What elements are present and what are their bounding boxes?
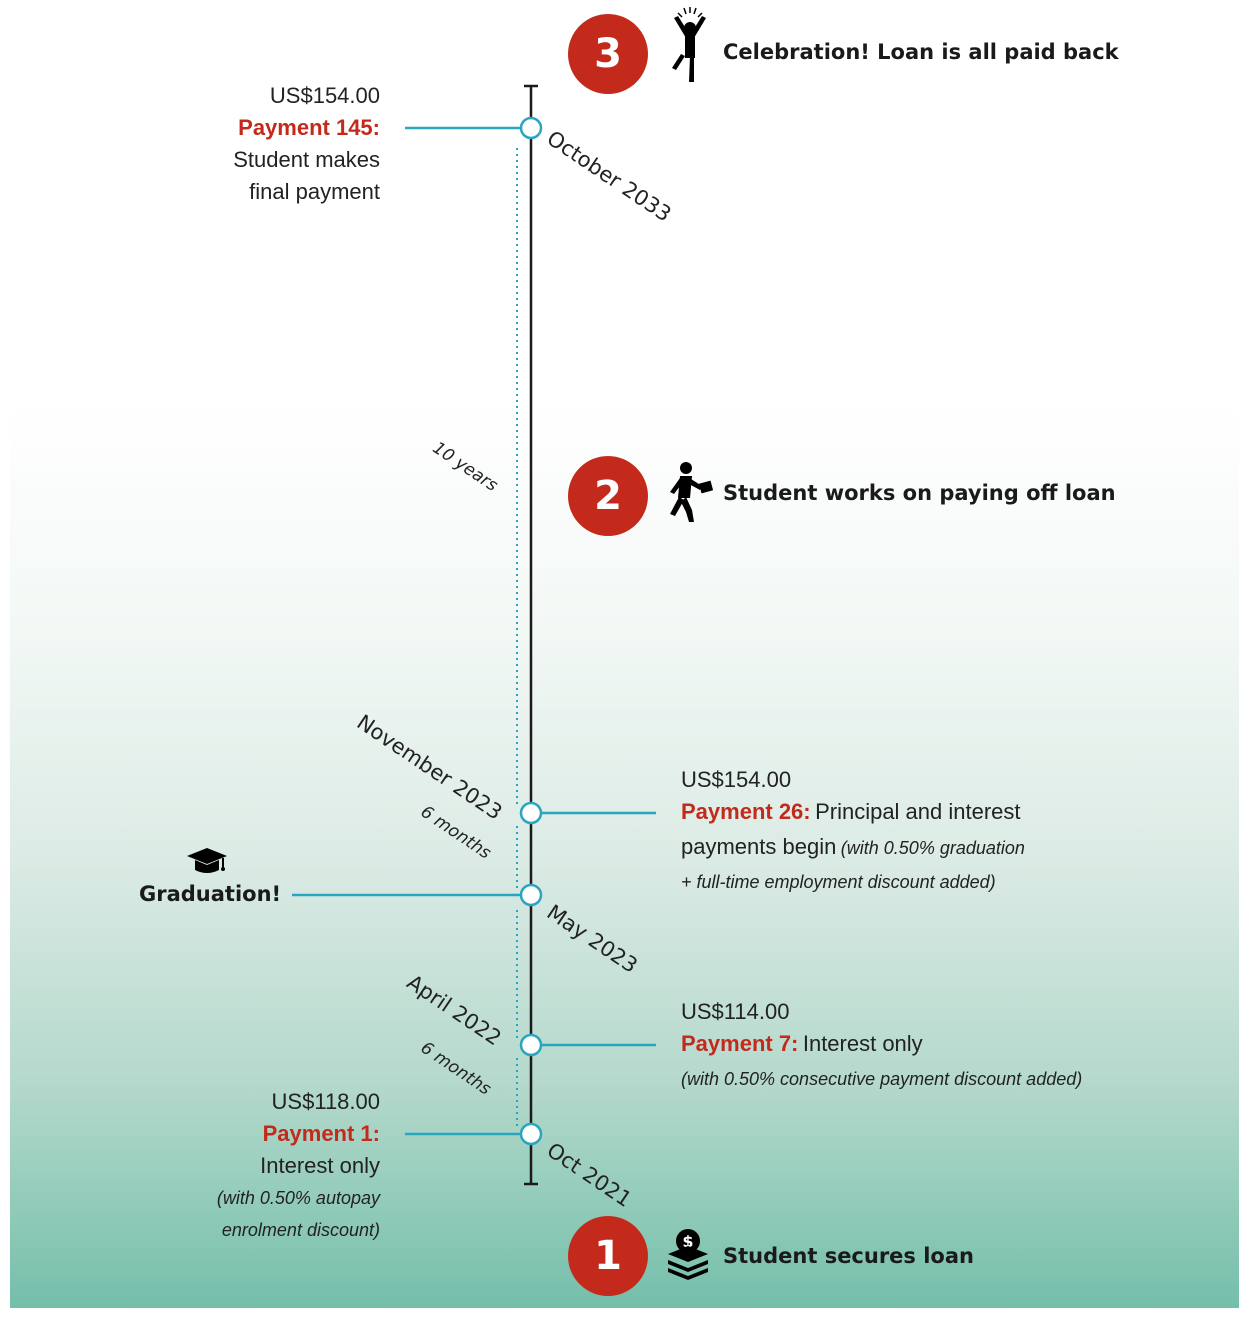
payment26-desc: Principal and interest: [815, 799, 1021, 824]
stage-3-title: Celebration! Loan is all paid back: [723, 40, 1119, 64]
stage-3-badge: 3: [568, 14, 648, 94]
payment7-amount: US$114.00: [681, 999, 790, 1024]
payment1-label: Payment 1:: [262, 1121, 380, 1146]
payment26-note: (with 0.50% graduation: [840, 838, 1025, 858]
stage-1-title: Student secures loan: [723, 1244, 974, 1268]
stage-2-badge: 2: [568, 456, 648, 536]
stage-2-title: Student works on paying off loan: [723, 481, 1116, 505]
payment7-desc: Interest only: [802, 1031, 923, 1056]
graduation-cap-icon: [187, 848, 227, 873]
svg-text:$: $: [682, 1232, 693, 1251]
payment26-desc2: payments begin: [681, 834, 837, 859]
celebrating-person-icon: [672, 7, 706, 82]
payment26-note2: + full-time employment discount added): [681, 872, 996, 892]
payment26-label: Payment 26:: [681, 799, 811, 824]
payment7-note: (with 0.50% consecutive payment discount…: [681, 1069, 1083, 1089]
money-stack-icon: $: [668, 1229, 708, 1280]
node-final: [519, 116, 543, 140]
final-amount: US$154.00: [269, 83, 380, 108]
payment1-desc: Interest only: [260, 1153, 380, 1178]
node-graduation: [519, 883, 543, 907]
node-payment26: [519, 801, 543, 825]
node-payment7: [519, 1033, 543, 1057]
payment26-amount: US$154.00: [681, 767, 792, 792]
payment1-note2: enrolment discount): [221, 1220, 380, 1240]
final-payment-block: US$154.00 Payment 145: Student makes fin…: [80, 80, 380, 208]
payment1-block: US$118.00 Payment 1: Interest only (with…: [80, 1086, 380, 1246]
walking-person-with-briefcase-icon: [670, 462, 714, 522]
node-payment1: [519, 1122, 543, 1146]
payment26-block: US$154.00 Payment 26: Principal and inte…: [681, 764, 1201, 898]
stage-1-badge: 1: [568, 1216, 648, 1296]
payment1-note: (with 0.50% autopay: [216, 1188, 380, 1208]
graduation-label: Graduation!: [139, 882, 282, 906]
final-desc-line2: final payment: [249, 179, 380, 204]
payment7-block: US$114.00 Payment 7: Interest only (with…: [681, 996, 1221, 1095]
final-payment-label: Payment 145:: [238, 115, 380, 140]
payment1-amount: US$118.00: [271, 1089, 380, 1114]
payment7-label: Payment 7:: [681, 1031, 799, 1056]
final-desc-line1: Student makes: [233, 147, 380, 172]
